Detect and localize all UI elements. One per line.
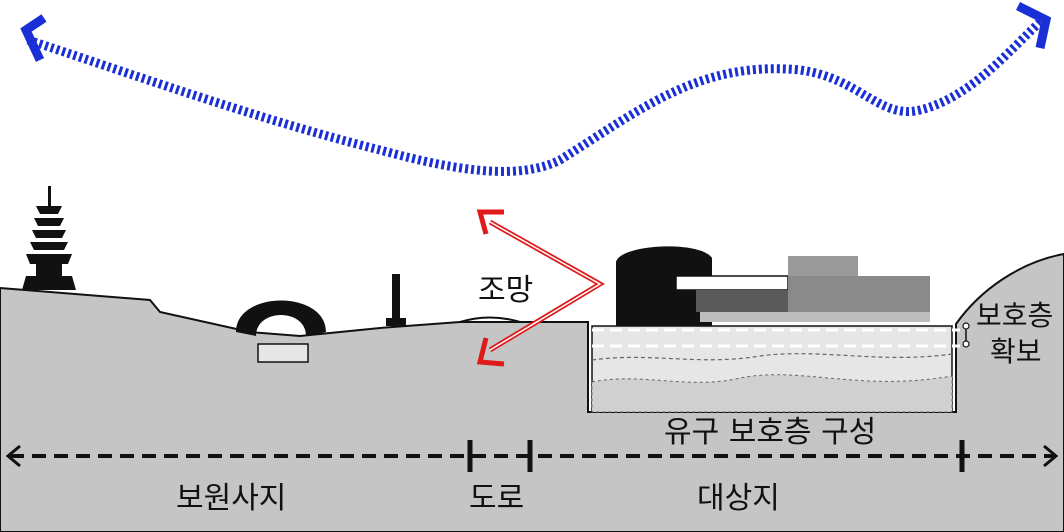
remains-layer-label: 유구 보호층 구성 — [664, 415, 877, 450]
view-arrow-up-icon — [476, 209, 504, 235]
new-building — [616, 246, 930, 326]
view-sightline — [476, 209, 605, 367]
sky-sightline — [20, 1, 1052, 176]
zone-heritage-label: 보원사지 — [176, 481, 287, 516]
zone-dimension-line — [5, 440, 1059, 472]
sky-arrow-left-icon — [20, 14, 47, 62]
site-pit — [591, 322, 970, 413]
ground-section — [0, 252, 1064, 532]
buffer-label-line1: 보호층 — [976, 299, 1054, 332]
pagoda-icon — [22, 186, 76, 290]
zone-arrow-left-icon — [5, 444, 21, 468]
pillar-icon — [386, 274, 406, 326]
road-surface — [459, 316, 521, 323]
zone-road-label: 도로 — [469, 481, 525, 516]
buffer-label-line2: 확보 — [990, 335, 1042, 368]
view-label: 조망 — [478, 273, 534, 308]
arch-structure-icon — [236, 300, 326, 363]
zone-site-label: 대상지 — [697, 481, 780, 516]
view-arrow-down-icon — [476, 337, 505, 367]
zone-arrow-right-icon — [1043, 444, 1059, 468]
sky-arrow-right-icon — [1015, 1, 1052, 49]
